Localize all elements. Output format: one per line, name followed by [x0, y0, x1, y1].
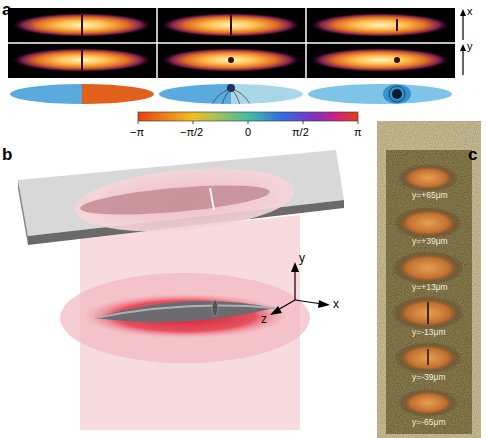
panel-letter: c [468, 146, 477, 163]
axis-label: y [299, 252, 305, 264]
panel-letter: a [2, 1, 11, 18]
position-label: y=-65μm [412, 418, 445, 427]
tick-label: −π [130, 127, 144, 138]
axis-label: x [467, 6, 473, 17]
position-label: y=-13μm [412, 328, 445, 337]
position-label: y=-39μm [412, 373, 445, 382]
position-label: y=+39μm [412, 237, 448, 246]
position-label: y=+65μm [412, 191, 448, 200]
tick-label: −π/2 [180, 127, 203, 138]
axis-label: y [467, 41, 473, 52]
axis-label: z [261, 313, 267, 325]
position-label: y=+13μm [412, 283, 448, 292]
tick-label: 0 [245, 127, 251, 138]
tick-label: π/2 [292, 127, 309, 138]
panel-letter: b [2, 146, 12, 163]
axis-label: x [333, 298, 339, 310]
tick-label: π [354, 127, 362, 138]
